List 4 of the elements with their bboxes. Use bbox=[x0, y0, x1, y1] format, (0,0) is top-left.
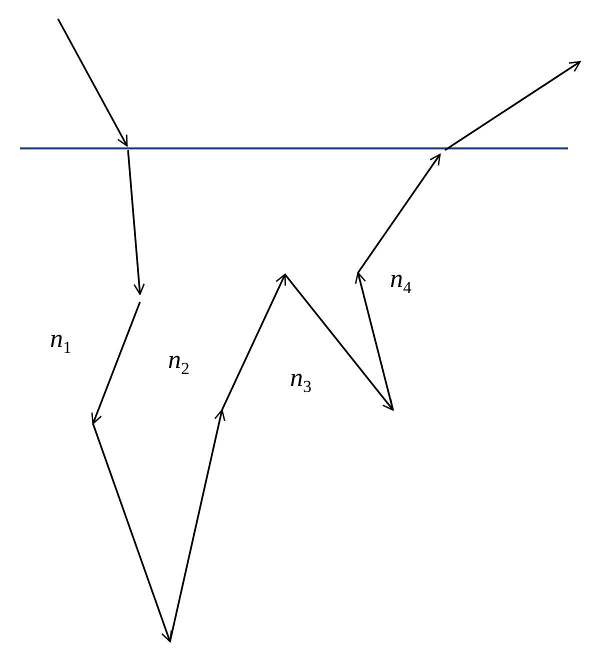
refractive-index-label: n$_{3}$ bbox=[290, 364, 312, 395]
refractive-index-label: n$_{4}$ bbox=[390, 266, 412, 296]
refractive-index-label: n$_{1}$ bbox=[50, 326, 72, 356]
refractive-index-label: n$_{2}$ bbox=[168, 347, 190, 378]
